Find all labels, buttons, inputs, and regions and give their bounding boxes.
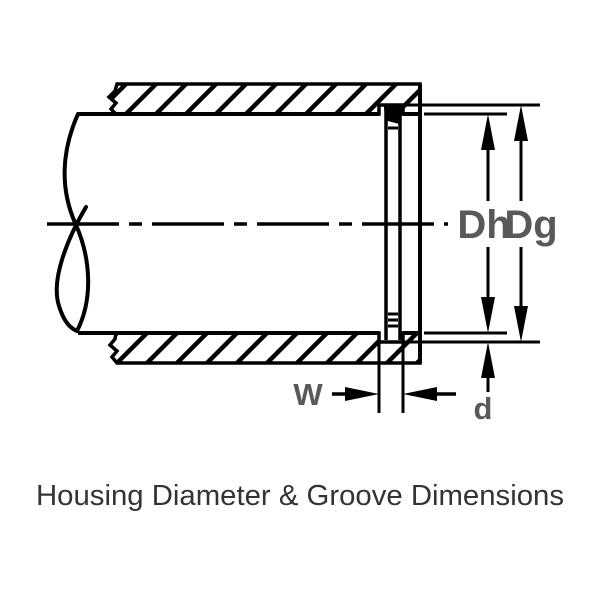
label-groove-width: W xyxy=(293,377,323,412)
housing-bottom-wall-section xyxy=(107,331,422,365)
dh-arrowhead-up-icon xyxy=(481,114,495,150)
label-housing-diameter: Dh xyxy=(457,203,510,247)
dg-arrowhead-up-icon xyxy=(514,105,528,141)
d-arrowhead-up-icon xyxy=(481,342,495,378)
w-arrowhead-left-icon xyxy=(403,387,437,401)
dg-arrowhead-down-icon xyxy=(514,306,528,342)
ring-gap-ticks xyxy=(388,126,398,328)
dh-arrowhead-down-icon xyxy=(481,297,495,333)
ring-cross-section xyxy=(383,103,402,125)
label-groove-diameter: Dg xyxy=(504,203,557,247)
housing-top-wall-section xyxy=(106,82,422,116)
d-dimension xyxy=(481,342,495,392)
w-arrowhead-right-icon xyxy=(345,387,379,401)
dh-dimension xyxy=(481,114,495,333)
dg-dimension xyxy=(514,105,528,342)
break-curve-loop xyxy=(54,205,88,333)
w-dimension xyxy=(332,387,456,401)
label-groove-depth: d xyxy=(474,391,493,426)
diagram-caption: Housing Diameter & Groove Dimensions xyxy=(36,480,564,512)
